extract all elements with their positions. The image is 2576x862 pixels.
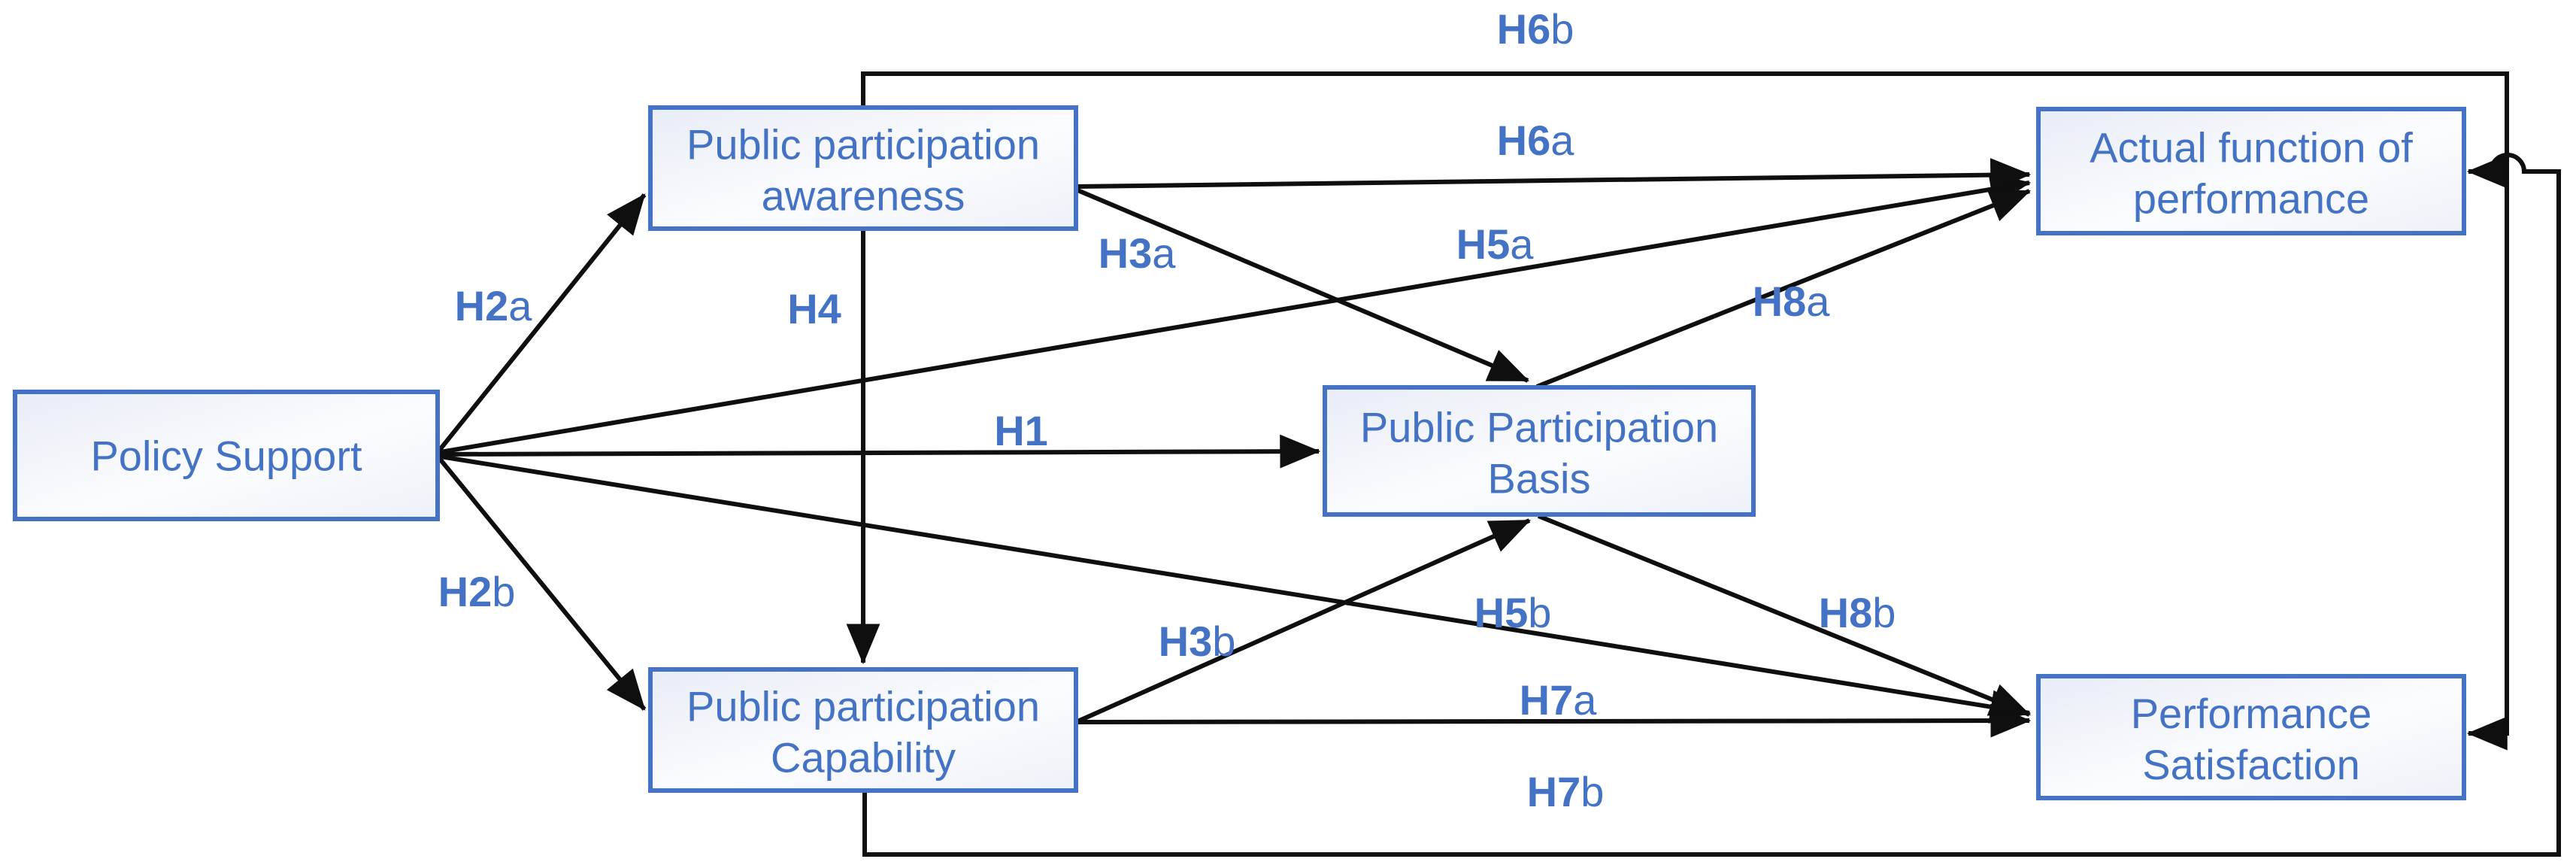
edge-h3b-arrow [1074, 518, 1532, 724]
edge-h5a-arrow [435, 172, 2032, 455]
edge-h5a-label: H5a [1456, 220, 1535, 268]
edge-h5b-arrow [435, 454, 2032, 724]
node-public-participation-awareness-box [648, 105, 1078, 231]
edge-h8b-label: H8b [1819, 589, 1896, 636]
edge-h2b-label: H2b [438, 568, 516, 615]
edge-h4-label: H4 [787, 285, 841, 332]
edge-h3a-label: H3a [1099, 229, 1177, 277]
edge-h7a-arrow [1075, 703, 2032, 738]
edge-h3b-label: H3b [1159, 618, 1236, 665]
edge-h2b-arrow [434, 453, 647, 711]
edge-h6a-label: H6a [1497, 117, 1575, 164]
node-performance-satisfaction-box [2036, 674, 2466, 800]
edge-h1-label: H1 [994, 407, 1048, 454]
edges-layer [434, 71, 2561, 857]
edge-h2a-label: H2a [455, 282, 533, 329]
edge-h8b-arrow [1537, 514, 2032, 717]
edge-h1-arrow [435, 434, 1321, 469]
edge-h5b-label: H5b [1474, 589, 1552, 636]
edge-h6a-arrow [1075, 158, 2032, 193]
edge-h8a-label: H8a [1753, 278, 1831, 325]
edge-h8a-arrow [1535, 189, 2032, 389]
edge-h7b-label: H7b [1527, 768, 1605, 815]
edge-h2a-arrow [434, 193, 647, 456]
edge-h6b-label: H6b [1497, 5, 1574, 53]
edge-h6b-arrow [861, 71, 2509, 751]
node-public-participation-capability-box [648, 667, 1078, 793]
edge-h7b-arrow [862, 153, 2561, 857]
node-actual-function-of-performance-box [2036, 107, 2466, 235]
node-public-participation-basis-box [1323, 385, 1756, 517]
node-policy-support-label: Policy Support [90, 433, 362, 480]
node-policy-support: Policy Support [13, 390, 440, 521]
node-policy-support-box [13, 390, 440, 521]
edge-h7a-label: H7a [1520, 676, 1598, 724]
edge-h3a-arrow [1074, 187, 1530, 383]
